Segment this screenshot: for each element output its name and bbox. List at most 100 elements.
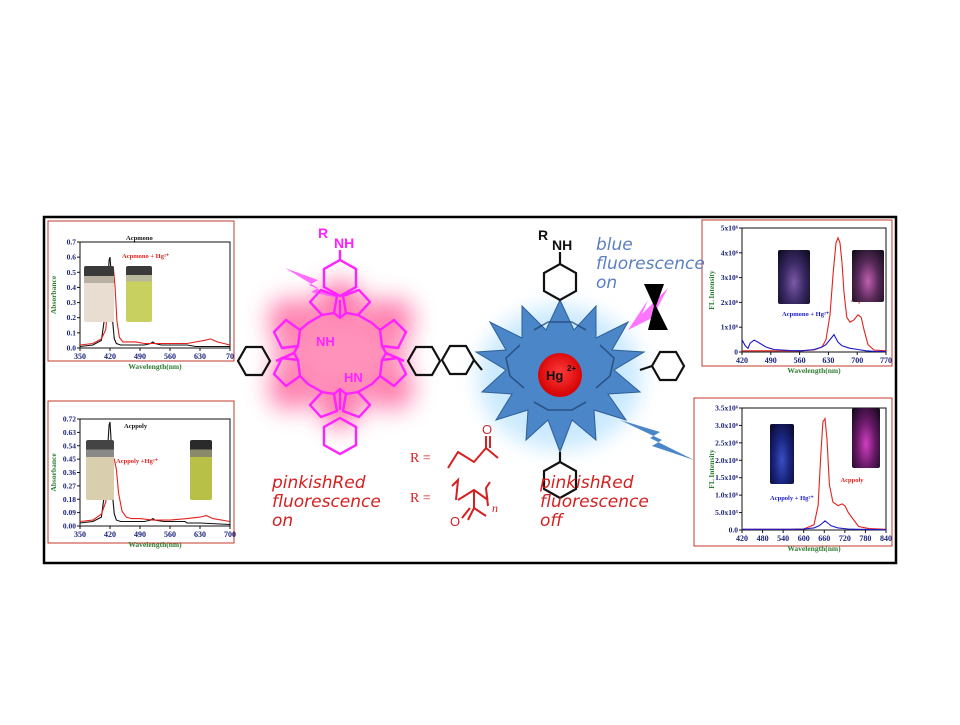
y-tick-label: 0.09 (63, 508, 76, 517)
blue-caption-line-2: fluorescence (596, 254, 705, 274)
hg-porphyrin-ring (505, 321, 615, 411)
core-hn-label: HN (344, 370, 363, 385)
x-tick-label: 350 (74, 352, 86, 361)
y-tick-label: 0.0 (729, 526, 739, 535)
y-tick-label: 2.5x10⁶ (715, 438, 739, 447)
vial-photo-fl-mono-hg (778, 250, 810, 304)
right-caption-line-2: fluorescence (540, 492, 649, 512)
core-nh-label: NH (316, 334, 335, 349)
right-caption-line-3: off (540, 511, 563, 531)
blue-fluorescence-blocked-icon (628, 284, 668, 330)
x-tick-label: 600 (798, 534, 810, 543)
series-line-blue (741, 333, 887, 353)
x-tick-label: 480 (757, 534, 769, 543)
y-axis-title: Absorbance (49, 275, 58, 314)
left-fluorescence-caption: pinkishRed fluorescence on (272, 474, 381, 531)
series-label: Acpmono + Hg²⁺ (122, 253, 170, 260)
nh-label-left: NH (334, 235, 354, 251)
x-tick-label: 720 (839, 534, 851, 543)
y-tick-label: 0.0 (67, 344, 77, 353)
x-tick-label: 630 (194, 530, 206, 539)
y-tick-label: 0.18 (63, 495, 76, 504)
y-axis-title: FL Intensity (707, 270, 716, 310)
r-def-acrylate-label: R = (410, 451, 431, 466)
r-def-poly-label: R = (410, 491, 431, 506)
acryl-o-label: O (482, 422, 492, 437)
series-line-red (79, 266, 231, 346)
y-tick-label: 0.63 (63, 428, 76, 437)
y-tick-label: 0.1 (67, 328, 77, 337)
x-tick-label: 700 (224, 530, 236, 539)
y-tick-label: 0.27 (63, 481, 76, 490)
acryloyl-structure (447, 436, 499, 469)
left-caption-line-1: pinkishRed (272, 473, 366, 493)
y-tick-label: 2.0x10⁶ (715, 456, 739, 465)
phenyl-ring-right (406, 345, 442, 377)
series-label: Acpmono + Hg²⁺ (782, 311, 830, 318)
x-tick-label: 630 (822, 356, 834, 365)
right-caption-line-1: pinkishRed (540, 473, 634, 493)
left-caption-line-2: fluorescence (272, 492, 381, 512)
r-definitions: R = O R = O n (410, 422, 499, 529)
y-tick-label: 0.36 (63, 468, 76, 477)
phenyl-ring-top (322, 250, 358, 298)
series-line-blue (742, 520, 887, 531)
phenyl-ring-left (236, 345, 272, 377)
nh-label-right: NH (552, 237, 572, 253)
blue-caption-line-3: on (596, 273, 618, 293)
plot-area-frame (741, 227, 887, 353)
y-tick-label: 3.5x10⁶ (715, 404, 739, 413)
y-tick-label: 0.45 (63, 455, 76, 464)
y-tick-label: 5x10⁶ (721, 224, 739, 233)
vial-photo-fl-poly-free (852, 408, 880, 468)
y-tick-label: 5.0x10⁵ (715, 508, 739, 517)
x-tick-label: 540 (777, 534, 789, 543)
y-axis-title: Absorbance (49, 453, 58, 492)
y-tick-label: 0.4 (67, 283, 77, 292)
r-label-left: R (318, 225, 328, 241)
x-tick-label: 700 (851, 356, 863, 365)
x-tick-label: 840 (880, 534, 892, 543)
y-tick-label: 3x10⁶ (721, 273, 739, 282)
hg-charge-label: 2+ (567, 364, 576, 373)
pink-lightning-icon (285, 268, 338, 298)
y-tick-label: 0.7 (67, 238, 77, 247)
plot-area-frame (79, 241, 231, 349)
porphyrin-hg-complex: Hg 2+ R NH (440, 227, 686, 500)
x-axis-title: Wavelength(nm) (128, 362, 182, 371)
vial-photo-poly-hg (190, 440, 212, 500)
left-caption-line-3: on (272, 511, 294, 531)
series-label: Acppoly (840, 477, 864, 484)
y-tick-label: 2x10⁶ (721, 298, 739, 307)
y-tick-label: 0.54 (63, 441, 76, 450)
x-tick-label: 490 (134, 530, 146, 539)
y-tick-label: 4x10⁶ (721, 248, 739, 257)
x-tick-label: 630 (194, 352, 206, 361)
phenyl-ring-bottom (322, 416, 358, 456)
x-tick-label: 770 (880, 356, 892, 365)
hg-label: Hg (546, 368, 563, 383)
plot-area-frame (741, 407, 887, 531)
x-tick-label: 560 (164, 530, 176, 539)
y-axis-title: FL Intensity (707, 449, 716, 489)
vial-photo-fl-poly-hg (770, 424, 794, 484)
series-label: Acpmono (126, 235, 153, 242)
poly-o-label: O (450, 514, 460, 529)
x-tick-label: 780 (859, 534, 871, 543)
x-tick-label: 660 (818, 534, 830, 543)
y-tick-label: 0.2 (67, 313, 77, 322)
y-tick-label: 3.0x10⁶ (715, 421, 739, 430)
blue-lightning-icon (620, 420, 694, 460)
x-tick-label: 420 (104, 352, 116, 361)
vial-photo-fl-mono-free (852, 250, 884, 302)
x-tick-label: 70 (226, 352, 234, 361)
r-label-right: R (538, 227, 548, 243)
vial-photo-poly-free (86, 440, 114, 500)
x-tick-label: 350 (74, 530, 86, 539)
series-label: Acppoly + Hg²⁺ (770, 495, 814, 502)
phenyl-ring-bottom-right (542, 452, 578, 500)
x-tick-label: 420 (736, 356, 748, 365)
